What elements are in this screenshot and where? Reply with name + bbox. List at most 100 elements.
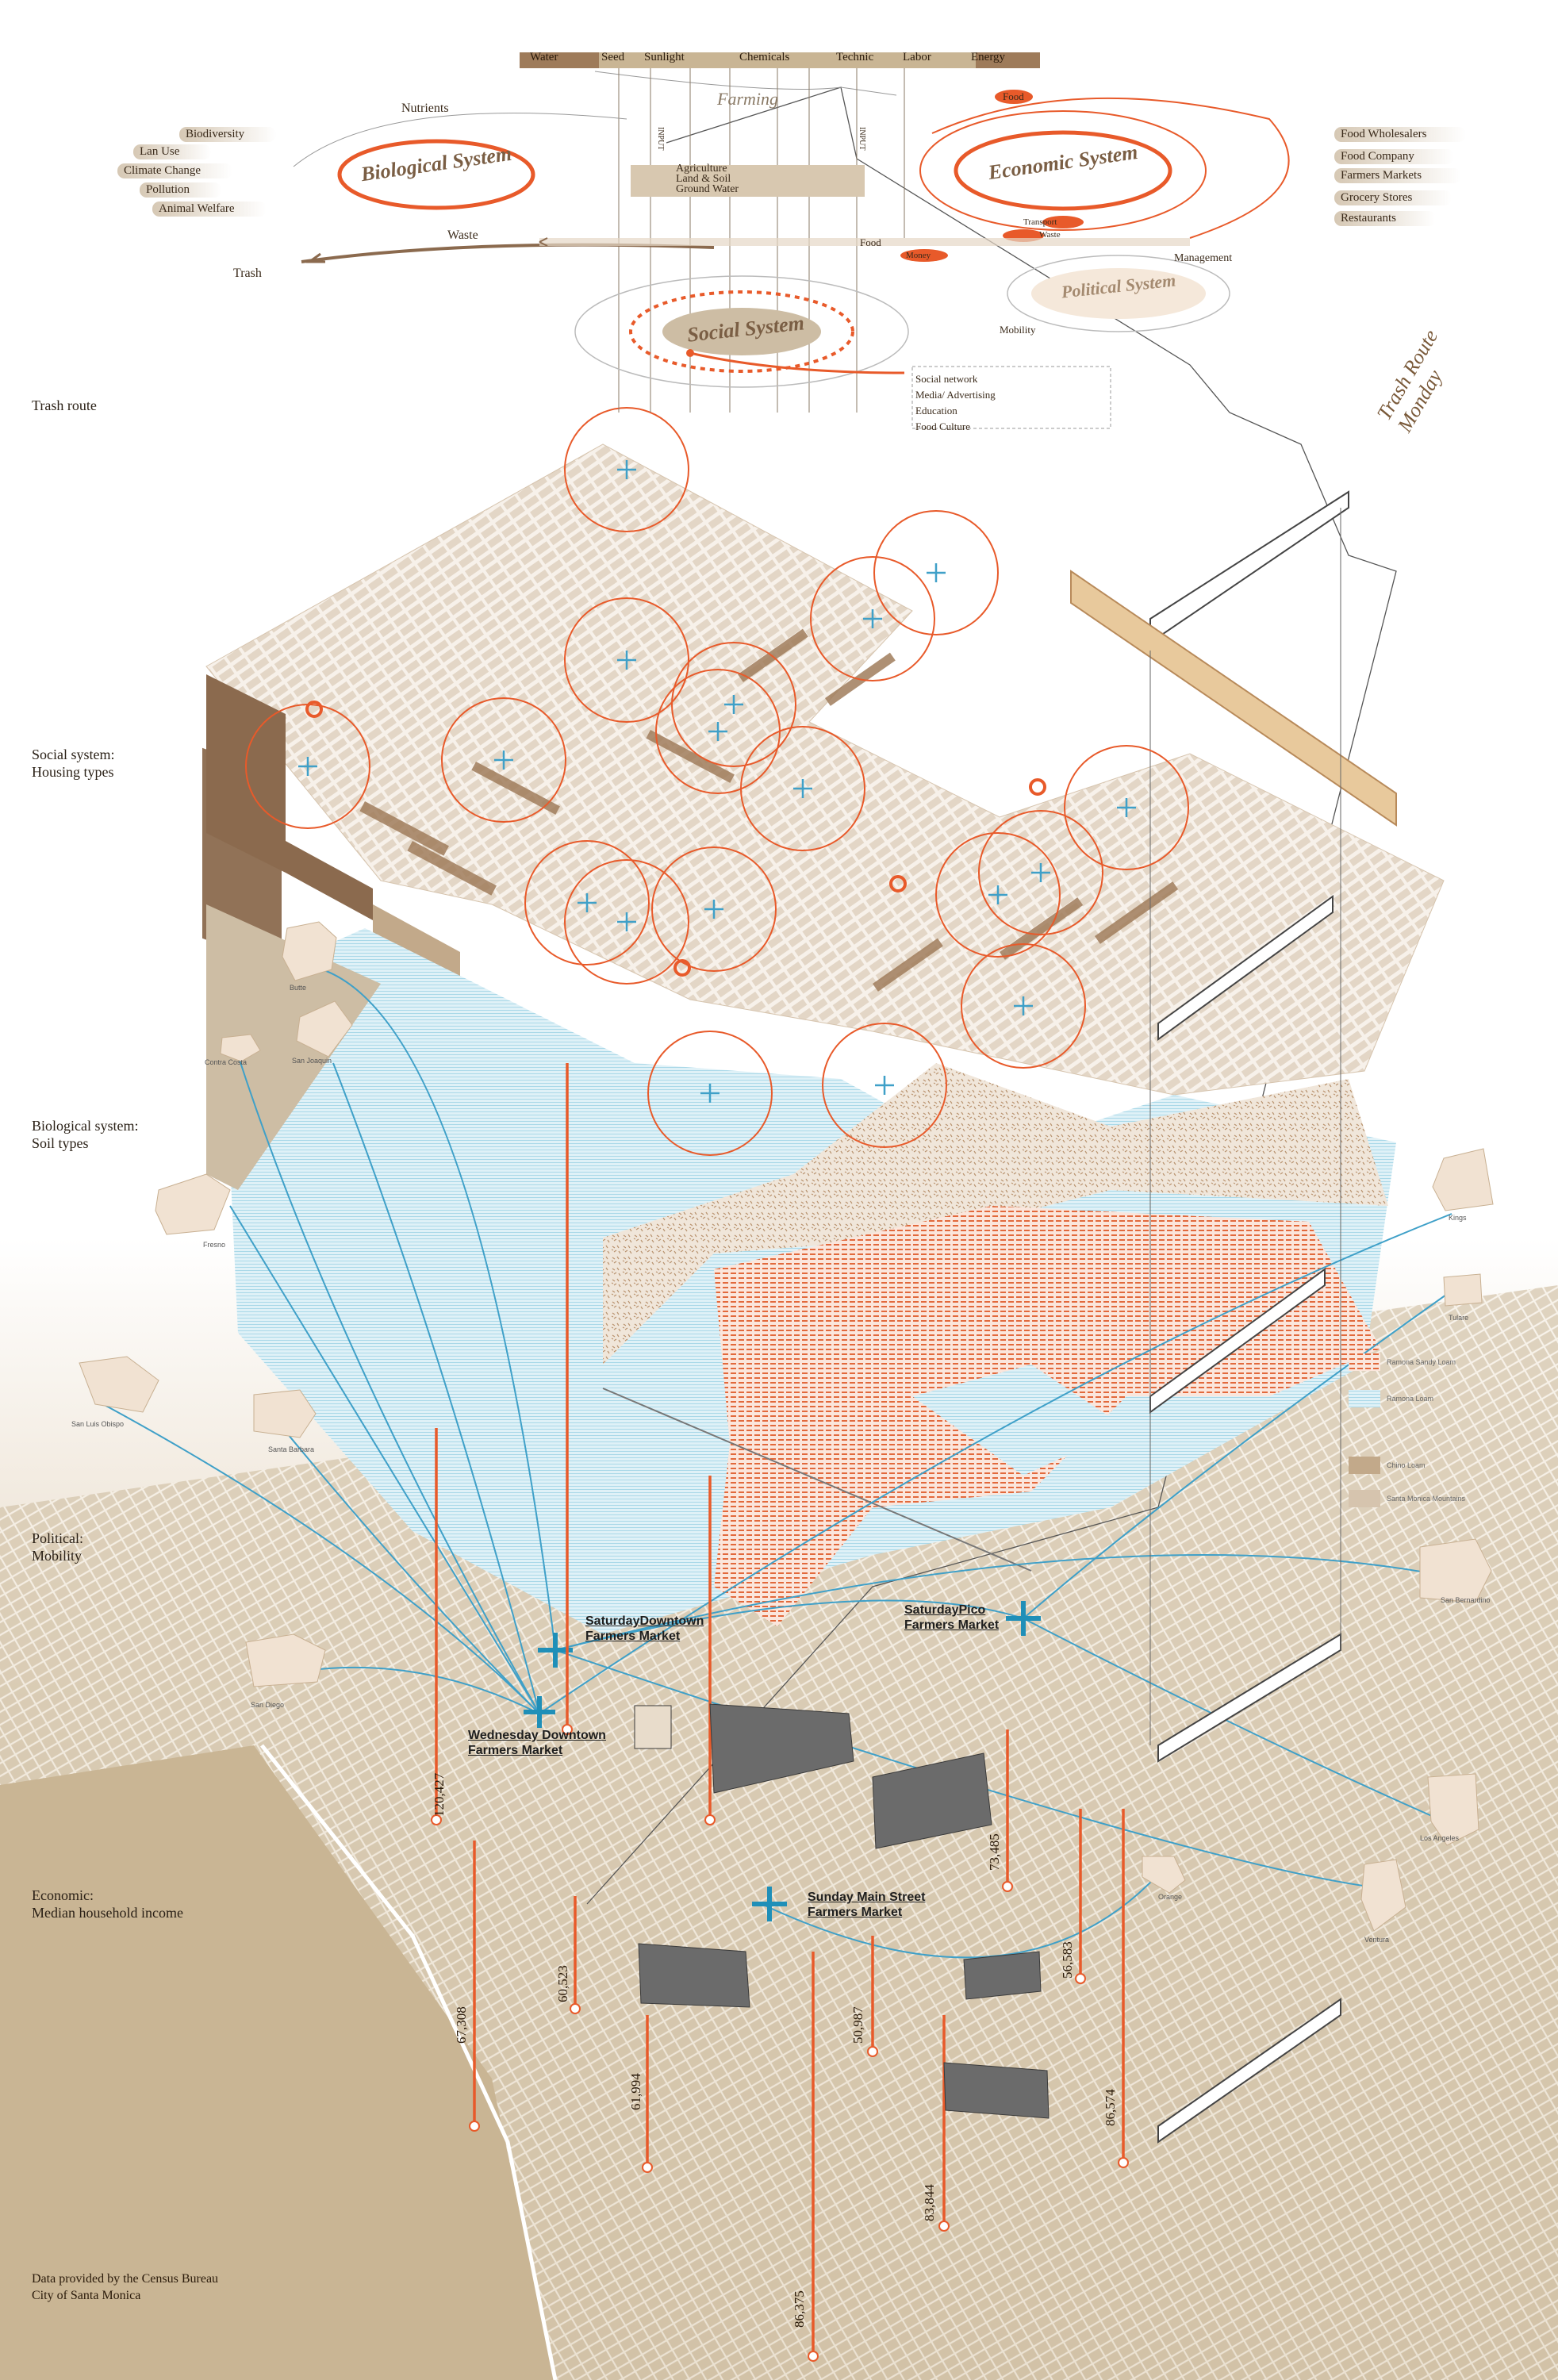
flow-waste-small: Waste	[1039, 230, 1061, 240]
farm-agriculture: Agriculture	[676, 163, 727, 175]
income-pins	[431, 1063, 1129, 2362]
tag-land-use: Lan Use	[133, 144, 212, 159]
input-water: Water	[530, 51, 558, 63]
input-labor: Labor	[903, 51, 931, 63]
input-chemicals: Chemicals	[739, 51, 790, 63]
county-label: Tulare	[1449, 1314, 1469, 1322]
income-label: 67,308	[454, 2006, 469, 2044]
market-crosses	[524, 1601, 1041, 1921]
income-label: 56,583	[1060, 1941, 1075, 1979]
input-seed: Seed	[601, 51, 625, 63]
county-label: San Diego	[251, 1701, 285, 1709]
tag-media-advertising: Media/ Advertising	[915, 389, 996, 401]
county-label: Fresno	[203, 1241, 226, 1249]
county-label: Santa Barbara	[268, 1445, 315, 1453]
input-energy: Energy	[971, 51, 1006, 63]
tag-climate-change: Climate Change	[117, 163, 233, 178]
tag-restaurants: Restaurants	[1334, 211, 1436, 226]
market-saturday-pico: SaturdayPico Farmers Market	[904, 1603, 999, 1633]
county-label: San Joaquin	[292, 1057, 332, 1065]
market-saturday-downtown-line1: SaturdayDowntown	[585, 1614, 704, 1628]
income-label: 73,485	[987, 1833, 1002, 1871]
input-sunlight: Sunlight	[644, 51, 685, 63]
soil-legend-swatches	[1349, 1353, 1380, 1507]
ocean-coast	[0, 1745, 555, 2380]
tag-farmers-markets: Farmers Markets	[1334, 168, 1462, 183]
tag-education: Education	[915, 405, 957, 416]
county-label: Los Angeles	[1420, 1834, 1460, 1842]
flow-management: Management	[1174, 252, 1233, 264]
income-label: 60,523	[555, 1965, 570, 2002]
tag-food-culture: Food Culture	[915, 420, 970, 432]
tag-food-wholesalers: Food Wholesalers	[1334, 127, 1467, 142]
market-saturday-pico-line1: SaturdayPico	[904, 1603, 986, 1617]
flow-food-top: Food	[1003, 90, 1024, 102]
tag-pollution: Pollution	[140, 182, 222, 198]
data-source-note: Data provided by the Census Bureau City …	[32, 2271, 218, 2304]
flow-money: Money	[906, 251, 931, 260]
label-social-system-line2: Housing types	[32, 764, 114, 780]
label-economic-line2: Median household income	[32, 1905, 183, 1921]
legend-santa-monica-mountains: Santa Monica Mountains	[1387, 1495, 1466, 1503]
social-tags: Social network Media/ Advertising Educat…	[915, 371, 996, 435]
label-political-system: Political: Mobility	[32, 1530, 83, 1564]
market-saturday-downtown: SaturdayDowntown Farmers Market	[585, 1614, 704, 1644]
county-label: Contra Costa	[205, 1058, 248, 1066]
data-source-line2: City of Santa Monica	[32, 2289, 141, 2302]
flow-trash: Trash	[233, 267, 262, 280]
county-label: Butte	[290, 984, 307, 992]
tag-grocery-stores: Grocery Stores	[1334, 190, 1452, 205]
income-label: 86,375	[792, 2290, 807, 2328]
market-saturday-pico-line2: Farmers Market	[904, 1618, 1000, 1632]
county-label: San Bernardino	[1441, 1596, 1491, 1604]
trash-route-machines	[1070, 490, 1397, 2144]
label-economic-system: Economic: Median household income	[32, 1887, 183, 1921]
county-label: Orange	[1158, 1893, 1183, 1901]
tag-animal-welfare: Animal Welfare	[152, 202, 267, 217]
farming-label: Farming	[717, 89, 778, 109]
flow-mobility: Mobility	[1000, 324, 1036, 336]
county-label: Kings	[1449, 1214, 1467, 1222]
county-label: Ventura	[1364, 1936, 1390, 1944]
tag-social-network: Social network	[915, 373, 978, 385]
income-label: 50,987	[850, 2006, 865, 2044]
label-political-line2: Mobility	[32, 1548, 83, 1564]
market-wednesday-downtown-line2: Farmers Market	[468, 1744, 563, 1757]
county-label: San Luis Obispo	[71, 1420, 125, 1428]
legend-ramona-sandy-loam: Ramona Sandy Loam	[1387, 1358, 1456, 1366]
coast-line	[260, 1744, 558, 2380]
market-wednesday-downtown: Wednesday Downtown Farmers Market	[468, 1728, 606, 1758]
label-biological-line2: Soil types	[32, 1135, 89, 1151]
service-markers	[298, 460, 1136, 1103]
flow-transport: Transport	[1023, 217, 1057, 227]
farm-land-soil: Land & Soil	[676, 173, 731, 185]
label-biological-line1: Biological system:	[32, 1118, 139, 1134]
label-biological-system: Biological system: Soil types	[32, 1117, 139, 1152]
legend-chino-loam: Chino Loam	[1387, 1461, 1426, 1469]
flow-waste: Waste	[447, 228, 478, 242]
input-right-label: INPUT	[858, 127, 866, 151]
market-sunday-main-street: Sunday Main Street Farmers Market	[808, 1890, 925, 1920]
data-source-line1: Data provided by the Census Bureau	[32, 2272, 219, 2286]
flow-nutrients: Nutrients	[401, 102, 449, 115]
income-label: 86,574	[1103, 2089, 1118, 2126]
service-circles	[245, 407, 1189, 1156]
county-shapes	[79, 921, 1494, 1932]
income-label: 61,994	[628, 2073, 643, 2110]
label-trash-route: Trash route	[32, 397, 97, 413]
flow-food-mid: Food	[860, 236, 881, 248]
income-label: 83,844	[922, 2184, 937, 2221]
label-economic-line1: Economic:	[32, 1887, 94, 1903]
market-sunday-main-line2: Farmers Market	[808, 1906, 903, 1919]
label-social-system: Social system: Housing types	[32, 746, 115, 781]
label-political-line1: Political:	[32, 1530, 83, 1546]
mobility-lines	[102, 967, 1460, 1959]
farm-ground-water: Ground Water	[676, 183, 739, 195]
label-social-system-line1: Social system:	[32, 747, 115, 762]
legend-ramona-loam: Ramona Loam	[1387, 1395, 1434, 1403]
input-left-label: INPUT	[656, 127, 665, 151]
system-diagram	[293, 52, 1290, 429]
input-technic: Technic	[836, 51, 874, 63]
market-wednesday-downtown-line1: Wednesday Downtown	[468, 1729, 606, 1742]
market-sunday-main-line1: Sunday Main Street	[808, 1891, 926, 1904]
